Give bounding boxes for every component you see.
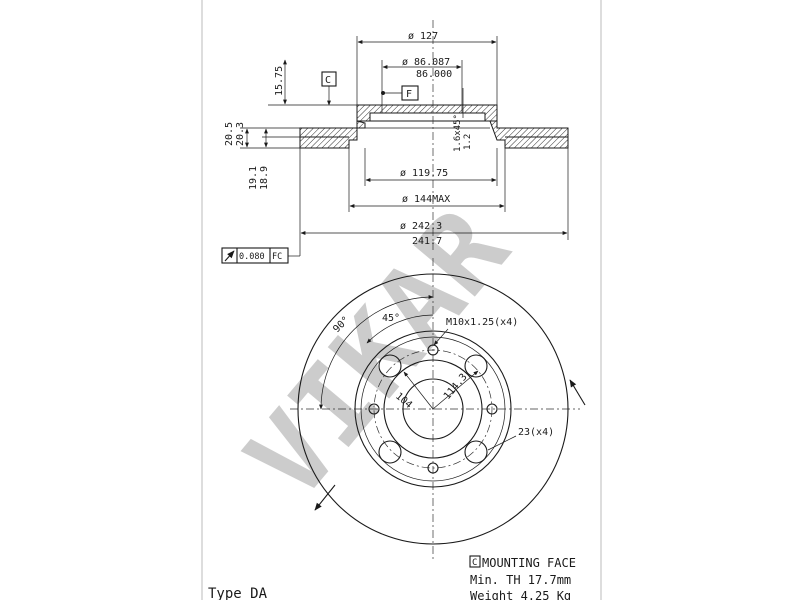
right-friction-ring — [489, 120, 569, 149]
thread-label: M10x1.25(x4) — [446, 317, 518, 328]
min-thickness-note: Min. TH 17.7mm — [470, 573, 571, 587]
dim-d241-7: 241.7 — [412, 236, 442, 247]
hole-label: 23(x4) — [518, 427, 554, 438]
mount-c-box — [469, 555, 481, 568]
left-friction-ring — [299, 120, 366, 149]
dim-h20-5: 20.5 — [224, 122, 235, 146]
dim-h19-1: 19.1 — [248, 166, 259, 190]
weight-note: Weight 4.25 Kg — [470, 589, 571, 600]
dim-d242-3: ø 242.3 — [400, 221, 442, 232]
tolerance-value: 0.080 — [239, 252, 265, 262]
hat-section — [356, 104, 498, 122]
type-label: Type DA — [208, 586, 268, 600]
dim-chamfer: 1.6x45° — [453, 114, 463, 152]
dim-h18-9: 18.9 — [259, 166, 270, 190]
notes-block: C MOUNTING FACE Min. TH 17.7mm Weight 4.… — [208, 555, 576, 600]
pcd-114-3: 114.3 — [442, 372, 470, 402]
dim-chamfer-depth: 1.2 — [463, 134, 473, 150]
section-view — [299, 20, 569, 250]
mount-c-letter: C — [472, 558, 477, 568]
section-dimensions: ø 127 ø 86.087 86.000 C F 15.75 20.5 20.… — [221, 31, 569, 264]
runout-icon — [224, 250, 235, 262]
dim-d119-75: ø 119.75 — [400, 168, 448, 179]
dim-h20-3: 20.3 — [235, 122, 246, 146]
angle-45: 45° — [382, 313, 400, 324]
dim-d86-max: ø 86.087 — [402, 57, 450, 68]
mounting-face-note: MOUNTING FACE — [482, 556, 576, 570]
tolerance-ref: FC — [272, 252, 282, 262]
dim-d144max: ø 144MAX — [402, 194, 450, 205]
dim-d86-min: 86.000 — [416, 69, 452, 80]
dim-d127: ø 127 — [408, 31, 438, 42]
dim-h15-75: 15.75 — [274, 66, 285, 96]
tolerance-frame — [221, 247, 289, 264]
datum-c-label: C — [325, 75, 331, 86]
disc-outer-edge — [297, 273, 569, 545]
datum-f-label: F — [406, 89, 412, 100]
page-frame — [201, 0, 602, 600]
